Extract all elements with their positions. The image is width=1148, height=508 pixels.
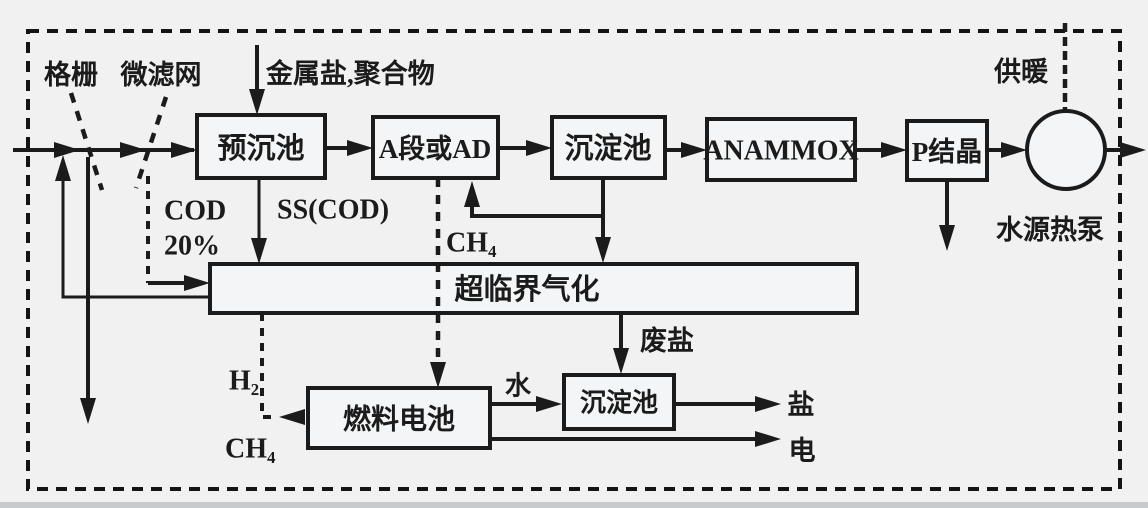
ss-cod-label: SS(COD) [277, 195, 389, 226]
bar-screen-label: 格栅 [44, 60, 98, 90]
right-arrowhead [1120, 142, 1146, 158]
flow-arrowhead [171, 142, 197, 158]
ch4-upper-label: CH₄ [446, 228, 497, 259]
bar-screen-symbol [68, 92, 105, 191]
up-arrowhead [464, 181, 480, 207]
metal-salt-polymer-label: 金属盐,聚合物 [265, 58, 435, 89]
electricity-label: 电 [789, 436, 816, 466]
right-arrowhead [526, 140, 552, 156]
right-arrowhead [881, 142, 907, 158]
sedimentation-bottom-label: 沉淀池 [580, 388, 658, 418]
a-stage-or-ad-label: A段或AD [379, 134, 492, 164]
system-boundary-dashed-box [26, 29, 1122, 491]
down-arrowhead [80, 398, 96, 424]
water-source-heat-pump-label: 水源热泵 [996, 215, 1104, 245]
h2-dashed-line [260, 313, 275, 419]
flow-arrowhead [54, 142, 80, 158]
flow-arrowhead [120, 142, 146, 158]
fuel-cell-box [306, 386, 492, 450]
water-label: 水 [505, 372, 532, 401]
right-arrowhead [536, 396, 562, 412]
down-arrowhead [595, 237, 611, 263]
down-arrowhead [939, 225, 955, 251]
up-arrowhead [55, 155, 71, 181]
down-arrowhead [430, 362, 446, 388]
fuel-cell-label: 燃料电池 [343, 404, 455, 436]
supercritical-gasification-box [208, 262, 859, 315]
p-crystallization-label: P结晶 [912, 137, 983, 167]
water-source-heat-pump-circle [1025, 109, 1107, 191]
ch4-lower-label: CH₄ [225, 434, 276, 465]
heating-label: 供暖 [993, 57, 1049, 87]
supercritical-gasification-label: 超临界气化 [454, 272, 599, 306]
right-arrowhead [681, 142, 707, 158]
a-stage-or-ad-box [371, 115, 500, 180]
waste-salt-label: 废盐 [640, 325, 694, 356]
anammox-box [705, 117, 857, 182]
cod-label: COD [164, 196, 226, 227]
sedimentation-top-box [550, 115, 667, 180]
pre-sedimentation-label: 预沉池 [217, 132, 304, 165]
sedimentation-top-label: 沉淀池 [564, 132, 651, 165]
down-arrowhead [251, 238, 267, 264]
cod-percent-label: 20% [164, 231, 220, 262]
left-arrowhead [279, 409, 305, 425]
treated-return-line [61, 179, 210, 299]
p-crystallization-box [905, 119, 989, 182]
anammox-label: ANAMMOX [703, 136, 859, 167]
micro-filter-symbol [133, 96, 169, 189]
scan-edge [0, 502, 1148, 508]
pre-sedimentation-box [195, 113, 327, 180]
right-arrowhead [184, 275, 210, 291]
sludge-recycle-line [470, 178, 605, 218]
h2-label: H₂ [229, 366, 259, 397]
right-arrowhead [347, 140, 373, 156]
right-arrowhead [755, 396, 781, 412]
salt-label: 盐 [788, 390, 815, 420]
down-arrowhead [249, 89, 265, 115]
down-arrowhead [613, 348, 629, 374]
right-arrowhead [1001, 142, 1027, 158]
micro-filter-label: 微滤网 [120, 60, 202, 90]
right-arrowhead [755, 431, 781, 447]
sedimentation-bottom-box [562, 373, 676, 431]
